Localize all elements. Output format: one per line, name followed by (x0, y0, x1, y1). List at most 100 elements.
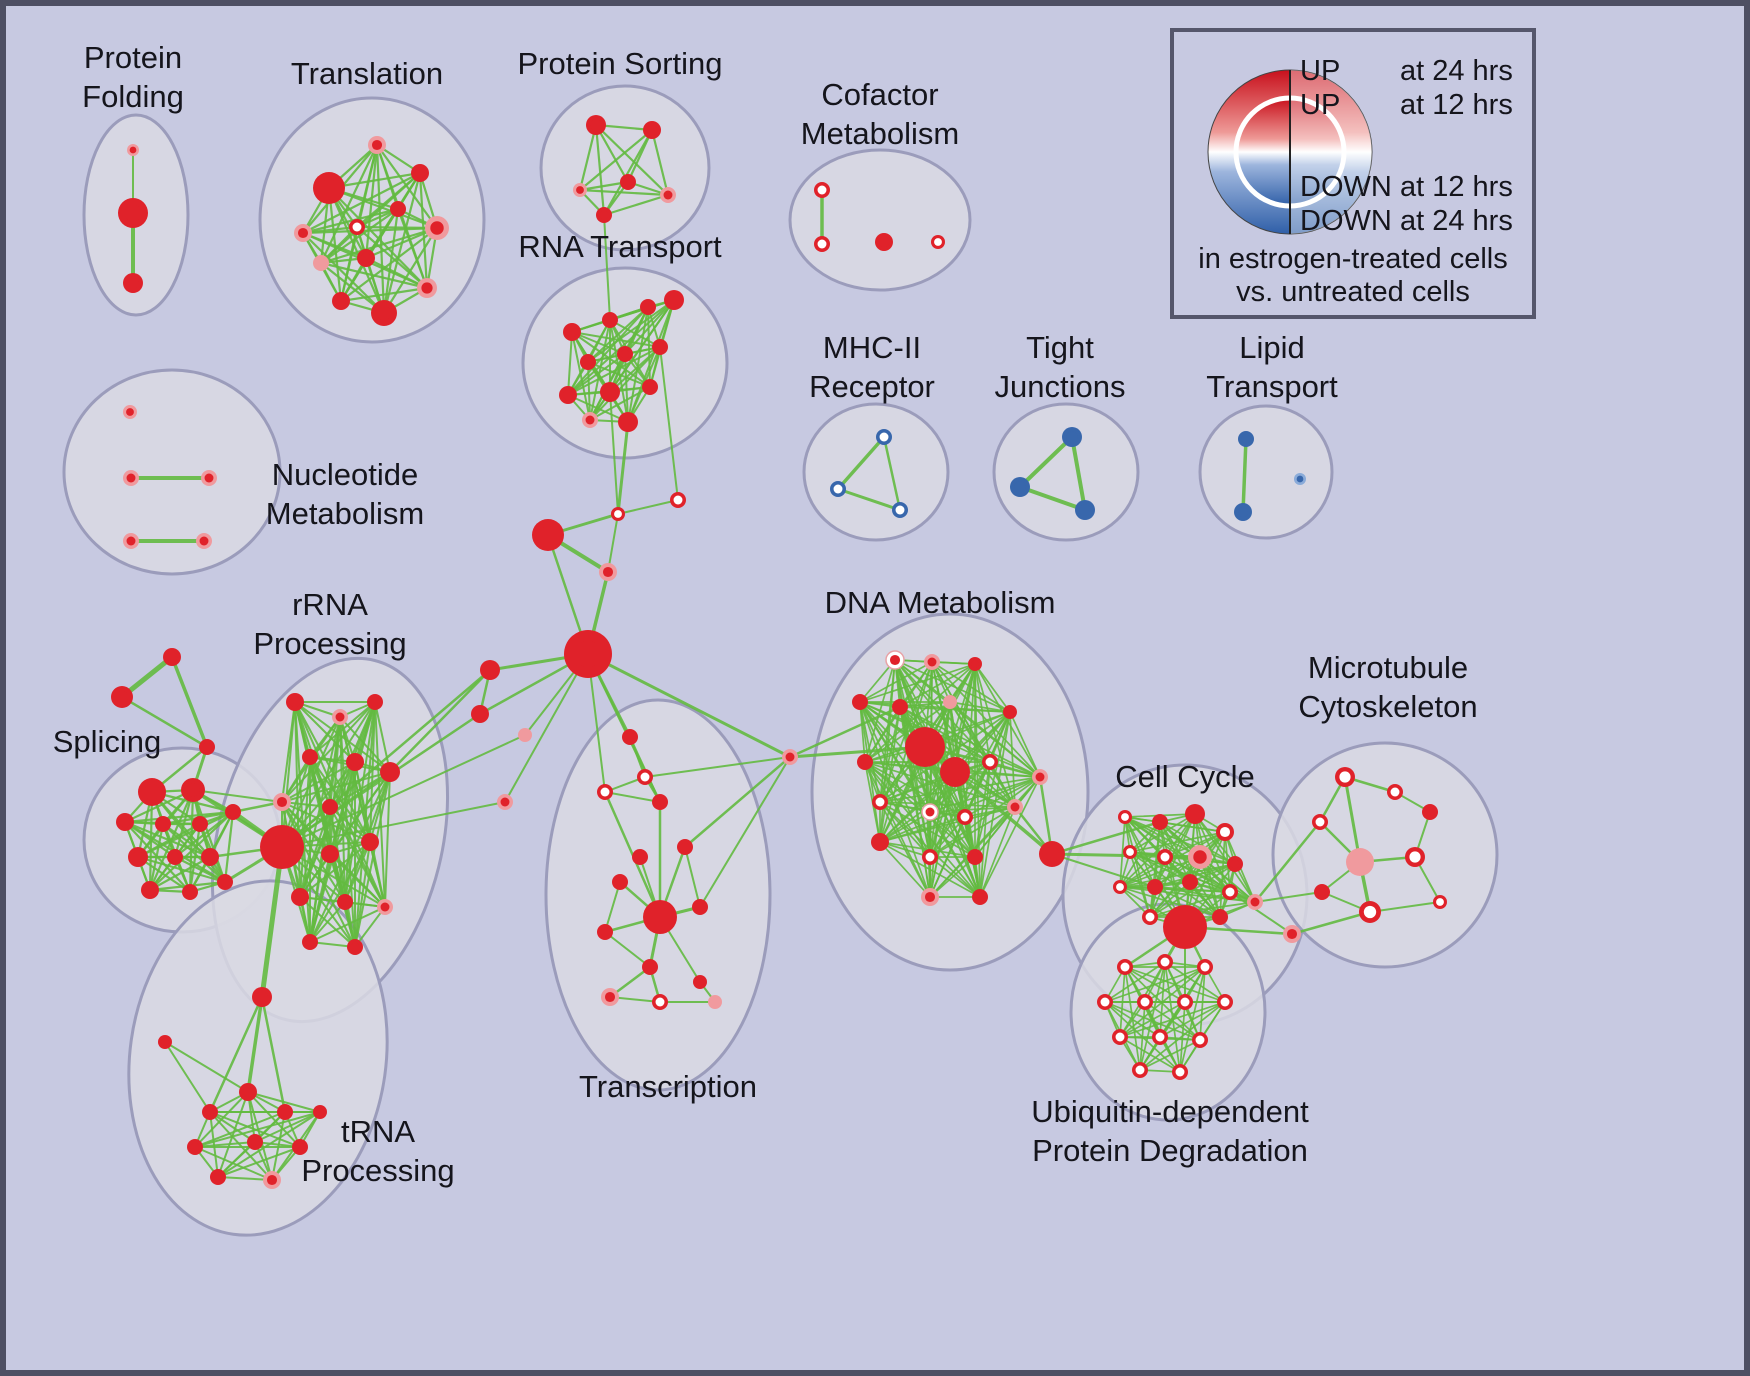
edge (979, 776, 1041, 898)
edge (1189, 863, 1236, 883)
node-inner-disc (127, 277, 139, 289)
node-inner-disc (874, 836, 886, 848)
node (611, 507, 625, 521)
node (1177, 994, 1193, 1010)
edge (603, 214, 611, 321)
edge (150, 790, 227, 884)
edge (194, 1111, 321, 1148)
edge (589, 319, 611, 421)
edge (217, 1111, 321, 1178)
node (346, 753, 364, 771)
edge (301, 226, 439, 235)
node-inner-disc (350, 942, 360, 952)
edge (617, 499, 679, 515)
node (931, 235, 945, 249)
node (1422, 804, 1438, 820)
node-inner-disc (144, 884, 156, 896)
edge (319, 261, 429, 290)
node-inner-disc (1317, 887, 1327, 897)
node (1075, 500, 1095, 520)
node-inner-disc (250, 1137, 260, 1147)
node (924, 654, 940, 670)
node-inner-disc (620, 349, 630, 359)
edge (594, 123, 630, 184)
edge (327, 186, 343, 303)
edge (929, 806, 1016, 858)
node-inner-disc (599, 210, 609, 220)
node (367, 694, 383, 710)
edge (173, 855, 227, 884)
node (1234, 503, 1252, 521)
edge (120, 695, 209, 749)
node-inner-disc (1126, 848, 1134, 856)
node-inner-disc (1100, 997, 1110, 1007)
node (217, 874, 233, 890)
edge (329, 806, 386, 908)
node (1112, 1029, 1128, 1045)
edge (1241, 437, 1248, 514)
edge (281, 701, 376, 848)
edge (382, 226, 439, 315)
edge (364, 143, 379, 260)
node (664, 290, 684, 310)
node-inner-disc (985, 757, 995, 767)
edge (567, 346, 661, 396)
node (642, 379, 658, 395)
node-inner-disc (1315, 817, 1325, 827)
node (347, 939, 363, 955)
node-inner-disc (161, 1038, 169, 1046)
edge (659, 346, 679, 501)
node (1222, 884, 1238, 900)
node-inner-disc (645, 962, 655, 972)
edge (1119, 813, 1196, 888)
node-inner-disc (817, 185, 827, 195)
node-inner-disc (186, 783, 200, 797)
node (597, 924, 613, 940)
node-inner-disc (340, 897, 350, 907)
node (632, 849, 648, 865)
node-inner-disc (604, 991, 616, 1003)
node-inner-disc (1035, 772, 1045, 782)
node (1117, 959, 1133, 975)
edge (567, 306, 649, 396)
node (892, 502, 908, 518)
edge (354, 906, 386, 948)
edge (644, 756, 791, 778)
cluster-label-rna-transport: RNA Transport (518, 229, 722, 264)
node-inner-disc (1120, 962, 1130, 972)
node-inner-disc (711, 998, 719, 1006)
node-inner-disc (144, 784, 160, 800)
node (1039, 841, 1065, 867)
node-inner-disc (166, 651, 178, 663)
node-inner-disc (615, 877, 625, 887)
node-inner-disc (521, 731, 529, 739)
edge (1149, 881, 1191, 918)
node-inner-disc (119, 816, 131, 828)
edge (899, 701, 951, 708)
node (1157, 954, 1173, 970)
node-inner-disc (1241, 434, 1251, 444)
edge (879, 801, 1016, 808)
node (1152, 814, 1168, 830)
node (286, 693, 304, 711)
node-inner-disc (878, 236, 890, 248)
edge (259, 844, 285, 1000)
node-inner-disc (294, 891, 306, 903)
node (602, 312, 618, 328)
node (332, 709, 348, 725)
node (111, 686, 133, 708)
node-inner-disc (574, 640, 602, 668)
node-inner-disc (590, 119, 602, 131)
edge (354, 841, 371, 948)
node-inner-disc (158, 819, 168, 829)
edge (281, 801, 506, 848)
node (1212, 909, 1228, 925)
node-inner-disc (276, 796, 288, 808)
node (943, 695, 957, 709)
node (263, 1171, 281, 1189)
node (322, 799, 338, 815)
edge (217, 1091, 249, 1178)
